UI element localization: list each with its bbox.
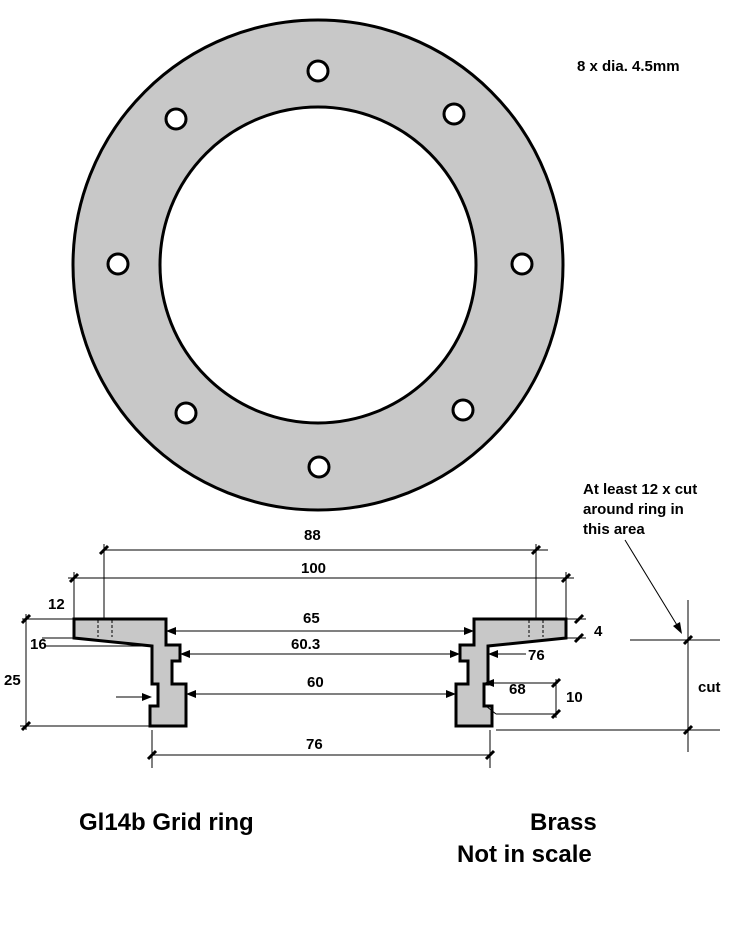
bolt-hole [106, 252, 130, 276]
dim-100: 100 [301, 560, 326, 577]
dim-65: 65 [303, 610, 320, 627]
cut-note-line-3: this area [583, 521, 645, 538]
left-profile [72, 617, 188, 728]
material-label: Brass [530, 809, 597, 836]
dim-60: 60 [307, 674, 324, 691]
dim-16: 16 [30, 636, 47, 653]
cut-note: At least 12 x cut around ring in this ar… [496, 481, 721, 752]
cut-note-line-1: At least 12 x cut [583, 481, 697, 498]
bolt-holes [106, 59, 534, 479]
ring-top-view [71, 18, 565, 512]
dim-76-right: 76 [528, 647, 545, 664]
dim-4: 4 [594, 623, 603, 640]
dim-68: 68 [509, 681, 526, 698]
bolt-hole [164, 107, 188, 131]
bolt-hole [307, 455, 331, 479]
bolt-hole [306, 59, 330, 83]
ring-section-view [72, 617, 568, 728]
cut-note-line-2: around ring in [583, 501, 684, 518]
hole-note: 8 x dia. 4.5mm [577, 58, 680, 75]
dim-76-bottom: 76 [306, 736, 323, 753]
cut-label: cut [698, 679, 721, 696]
dim-12: 12 [48, 596, 65, 613]
dimension-lines [20, 544, 586, 768]
part-title: Gl14b Grid ring [79, 809, 254, 836]
scale-note: Not in scale [457, 841, 592, 868]
ring-inner-bore [158, 105, 478, 425]
dim-88: 88 [304, 527, 321, 544]
bolt-hole [451, 398, 475, 422]
dim-25: 25 [4, 672, 21, 689]
bolt-hole [510, 252, 534, 276]
bolt-hole [174, 401, 198, 425]
dim-10: 10 [566, 689, 583, 706]
bolt-hole [442, 102, 466, 126]
right-profile [454, 617, 568, 728]
dim-60-3: 60.3 [291, 636, 320, 653]
